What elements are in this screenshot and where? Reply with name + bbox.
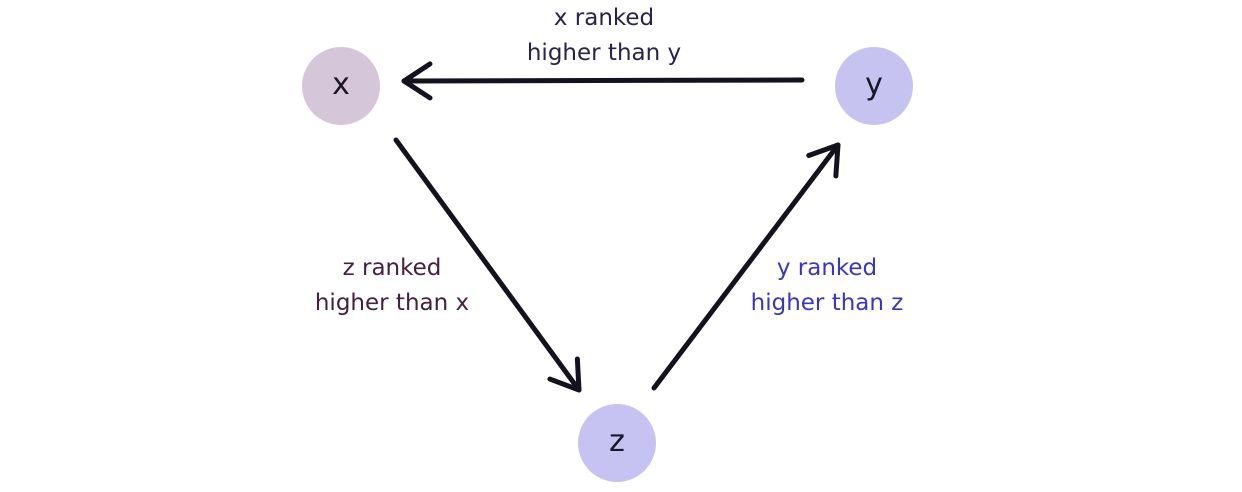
node-x-label: x — [332, 67, 350, 102]
edge-label-y-ranked-higher-than-z: y ranked higher than z — [707, 251, 947, 321]
node-y-label: y — [865, 67, 883, 102]
node-x: x — [302, 47, 380, 125]
edge-label-line: z ranked — [342, 255, 442, 281]
edge-label-line: y ranked — [776, 255, 878, 281]
node-z-label: z — [609, 424, 625, 459]
edge-label-line: x ranked — [553, 5, 655, 31]
arrow-y-to-x — [401, 61, 805, 101]
node-z: z — [578, 404, 656, 482]
arrow-z-to-y — [651, 142, 841, 391]
edge-label-line: higher than x — [314, 290, 470, 316]
arrow-x-to-z — [393, 137, 582, 393]
node-y: y — [835, 47, 913, 125]
edge-label-z-ranked-higher-than-x: z ranked higher than x — [272, 251, 512, 321]
edge-label-x-ranked-higher-than-y: x ranked higher than y — [484, 1, 724, 71]
edge-label-line: higher than z — [750, 290, 904, 316]
edge-label-line: higher than y — [526, 40, 682, 66]
